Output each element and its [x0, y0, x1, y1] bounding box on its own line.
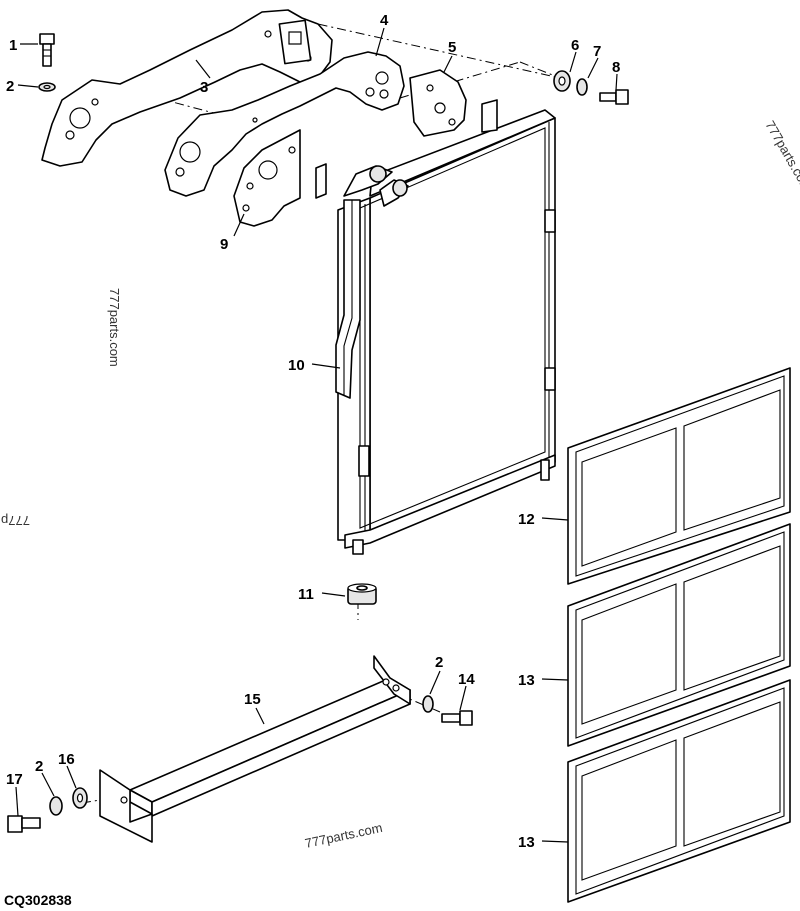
washer-part-2-top — [38, 82, 56, 92]
callout-2-lower-right: 2 — [435, 654, 443, 671]
side-plate-part-5 — [409, 69, 467, 137]
lower-bracket-part-15 — [99, 655, 411, 843]
cooler-part-10 — [315, 99, 556, 555]
callout-3: 3 — [200, 79, 208, 96]
middle-bracket-part-4 — [164, 51, 405, 197]
washer-part-7 — [576, 78, 588, 96]
small-bracket-part-9 — [233, 129, 301, 227]
nut-part-16 — [72, 787, 88, 809]
nut-part-6 — [553, 70, 571, 92]
watermark-bottom: 777parts.com — [304, 820, 384, 851]
callout-4: 4 — [380, 12, 389, 29]
watermark-right: 777parts.com — [762, 118, 800, 194]
callout-13-lower: 13 — [518, 834, 535, 851]
callout-13-upper: 13 — [518, 672, 535, 689]
callout-2: 2 — [6, 78, 14, 95]
filter-panel-part-13-lower — [567, 679, 791, 903]
callout-14: 14 — [458, 671, 475, 688]
watermark-left: 777parts.com — [107, 288, 122, 367]
bolt-part-17 — [7, 815, 41, 833]
bolt-part-8 — [599, 89, 629, 105]
upper-bracket-part-3 — [41, 9, 333, 167]
bolt-part-1 — [39, 33, 55, 67]
callout-16: 16 — [58, 751, 75, 768]
callout-9: 9 — [220, 236, 228, 253]
figure-code: CQ302838 — [4, 892, 72, 908]
callout-7: 7 — [593, 43, 601, 60]
filter-panel-part-12 — [567, 367, 791, 585]
callout-8: 8 — [612, 59, 620, 76]
washer-part-2-lower-right — [422, 695, 434, 713]
leader-lines — [15, 27, 618, 843]
callout-15: 15 — [244, 691, 261, 708]
callout-12: 12 — [518, 511, 535, 528]
callout-1: 1 — [9, 37, 17, 54]
filter-panel-part-13-upper — [567, 523, 791, 747]
watermark-partial: 777p — [1, 513, 30, 528]
callout-5: 5 — [448, 39, 456, 56]
bolt-part-14 — [441, 710, 473, 726]
callout-6: 6 — [571, 37, 579, 54]
callout-labels: 1 2 3 4 5 6 7 8 9 10 11 12 13 13 14 2 15… — [6, 12, 620, 851]
callout-11: 11 — [298, 586, 314, 603]
callout-10: 10 — [288, 357, 305, 374]
rubber-mount-part-11 — [347, 583, 377, 605]
callout-17: 17 — [6, 771, 23, 788]
callout-2-lower-left: 2 — [35, 758, 43, 775]
washer-part-2-lower-left — [49, 796, 63, 816]
